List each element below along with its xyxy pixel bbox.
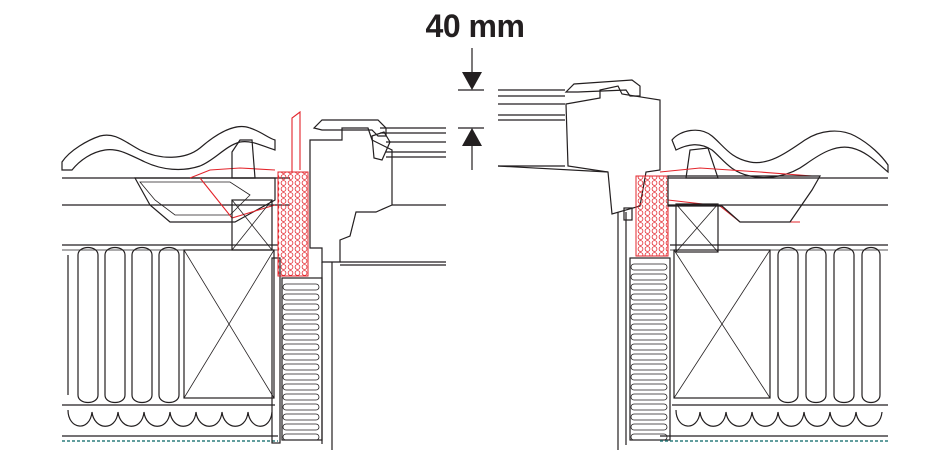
dimension-label: 40 mm bbox=[425, 8, 525, 44]
left-roof-tile bbox=[61, 126, 276, 171]
right-foam-insulation bbox=[635, 175, 669, 257]
right-lower-insulation bbox=[672, 404, 888, 427]
left-window-frame bbox=[309, 127, 393, 263]
arrow-up-icon bbox=[462, 128, 482, 146]
right-batten-block bbox=[675, 203, 719, 253]
left-foam-insulation bbox=[277, 171, 309, 277]
left-rafter bbox=[183, 249, 275, 399]
left-lower-insulation bbox=[62, 404, 275, 427]
right-corrugated-lining bbox=[629, 257, 671, 441]
right-insulation bbox=[777, 246, 881, 404]
right-rafter bbox=[673, 249, 771, 399]
right-flashing-skirt bbox=[667, 175, 822, 223]
left-flashing-skirt bbox=[133, 177, 276, 223]
dimension-marker bbox=[458, 48, 484, 170]
left-roof-section bbox=[61, 110, 446, 450]
right-glazing bbox=[498, 89, 565, 167]
left-corrugated-lining bbox=[281, 277, 323, 441]
left-glazing bbox=[380, 127, 446, 206]
right-roof-tile bbox=[671, 129, 889, 179]
left-insulation bbox=[67, 246, 180, 404]
right-roof-section bbox=[497, 79, 889, 450]
arrow-down-icon bbox=[462, 72, 482, 90]
